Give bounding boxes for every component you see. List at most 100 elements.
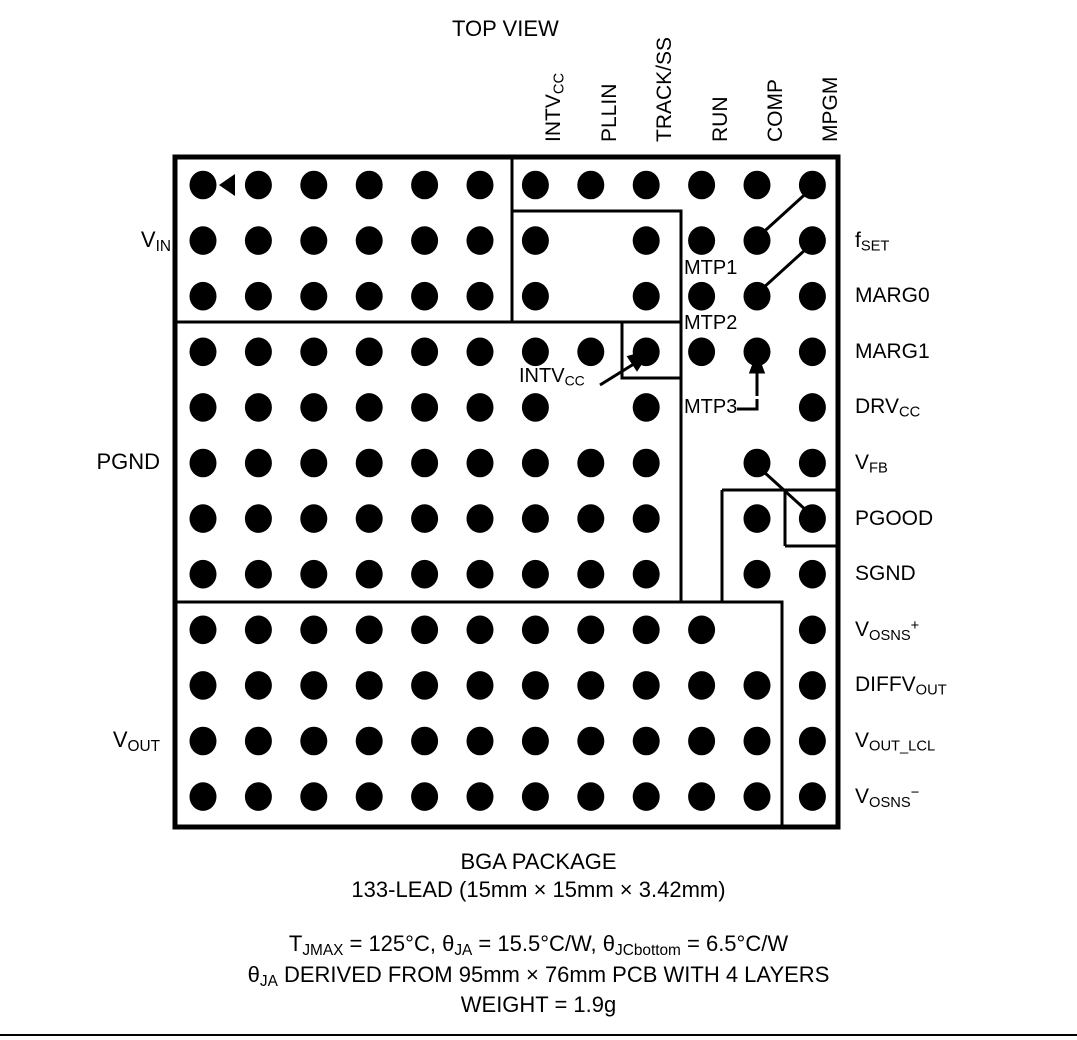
label-subscript: CC [552,72,569,95]
pin-ball [577,337,605,367]
pin-ball [355,671,383,700]
callout-mtp1: MTP1 [684,258,737,278]
pin-ball [244,448,272,478]
label-text: TRACK/SS [653,36,677,142]
pin-ball [688,226,716,255]
label-text: V [140,226,156,252]
pin-ball [577,559,605,589]
pin-ball [688,671,716,700]
pin-ball [577,615,605,645]
label-text: DRV [855,395,899,419]
label-text: INTV [519,365,565,387]
right-pin-label-diffvout: DIFFVOUT [855,674,947,698]
mtp-region-outline [512,209,683,380]
label-subscript: SET [860,238,890,255]
pin-ball [189,170,217,200]
pin-ball [466,337,494,367]
pin-ball [577,726,605,756]
pin-ball [466,226,494,255]
pin-ball [743,448,771,478]
pin-ball [466,170,494,200]
pin-ball [632,782,660,811]
pin-ball [300,393,328,422]
pin-ball [300,226,328,255]
pin-ball [521,671,549,700]
right-pin-label-marg0: MARG0 [855,285,930,306]
pin-ball [743,281,771,311]
pin-ball [411,281,439,311]
pin-ball [521,393,549,422]
pin-ball [798,615,826,645]
pin-ball [466,726,494,756]
intvcc-arrow-head-icon [626,349,652,372]
pin-ball [521,337,549,367]
pin-ball [521,226,549,255]
top-pin-label-run: RUN [709,97,732,143]
pin-ball [244,671,272,700]
pin-ball [244,337,272,367]
label-text: MPGM [819,76,843,142]
right-pin-label-pgood: PGOOD [855,508,933,529]
pin-ball [688,615,716,645]
label-subscript: IN [155,237,171,255]
pin-ball [244,559,272,589]
pin-ball [521,504,549,533]
pin-ball [411,671,439,700]
pin-ball [798,559,826,589]
pin-ball [355,448,383,478]
label-subscript: CC [898,405,921,422]
pin-ball [521,726,549,756]
pin-ball [466,393,494,422]
pin-ball [244,504,272,533]
pin-ball [244,170,272,200]
pin-ball [189,281,217,311]
pin-ball [300,281,328,311]
pin-ball [743,559,771,589]
pin-ball [798,281,826,311]
label-subscript: CC [564,372,585,389]
pin-ball [521,448,549,478]
pin-ball [743,504,771,533]
thermal-line-3: WEIGHT = 1.9g [460,992,617,1018]
pin-ball [743,226,771,255]
pin-ball [411,559,439,589]
pin-ball [189,726,217,756]
right-pin-label-vout-lcl: VOUT_LCL [855,730,935,754]
pin-ball [632,615,660,645]
label-subscript: OUT_LCL [869,738,936,755]
pin-ball [411,170,439,200]
pin-ball [743,170,771,200]
pin-ball [688,170,716,200]
pin-ball [632,559,660,589]
label-text: f [855,228,861,252]
pin-ball [189,337,217,367]
pin-ball [466,281,494,311]
package-name: BGA PACKAGE [460,849,617,874]
label-text: INTV [542,94,566,142]
pin-ball [300,504,328,533]
pin-ball [798,671,826,700]
pin-ball [632,281,660,311]
pin-ball [189,448,217,478]
label-text: MTP1 [684,257,738,279]
pin-ball [798,782,826,811]
pin-ball [189,559,217,589]
left-pin-label-vin: VIN [140,226,171,255]
right-pin-label-vfb: VFB [855,452,888,476]
pin-ball [411,448,439,478]
pin-ball [189,782,217,811]
label-text: V [855,729,870,752]
label-text: V [112,727,128,752]
region-outlines [173,155,838,829]
mtp3-elbow [737,399,759,411]
pin-ball [521,170,549,200]
pin-ball [688,726,716,756]
label-text: MTP3 [684,396,738,418]
pin-ball [244,281,272,311]
pin-grid [189,170,826,811]
pin-ball [798,337,826,367]
pin-ball [355,393,383,422]
label-subscript: OUT [127,737,161,755]
pin-ball [300,337,328,367]
